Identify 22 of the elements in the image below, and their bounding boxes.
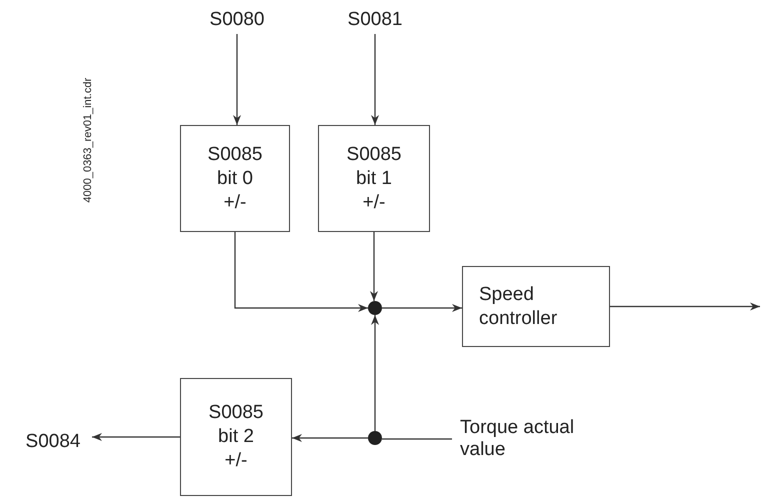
arrow: [233, 34, 241, 125]
block-label: S0085 bit 0 +/-: [206, 142, 264, 214]
signal-label: Torque actual value: [459, 417, 576, 461]
arrow: [382, 304, 462, 312]
block-box: [180, 125, 290, 232]
arrow: [370, 232, 378, 301]
block-label: S0085 bit 1 +/-: [346, 142, 402, 214]
block-box: [180, 378, 292, 496]
block-box: [462, 266, 610, 347]
arrow: [371, 34, 379, 125]
file-name-label: 4000_0363_rev01_int.cdr: [80, 76, 95, 205]
arrow: [92, 433, 180, 441]
signal-label: S0080: [208, 9, 266, 31]
arrow: [610, 302, 760, 310]
arrow: [371, 315, 379, 431]
signal-label: S0081: [346, 9, 404, 31]
arrow: [292, 434, 368, 442]
block-box: [318, 125, 430, 232]
signal-label: S0084: [24, 431, 82, 453]
arrow: [234, 232, 368, 312]
block-label: S0085 bit 2 +/-: [208, 401, 264, 473]
block-label: Speed controller: [479, 282, 558, 330]
